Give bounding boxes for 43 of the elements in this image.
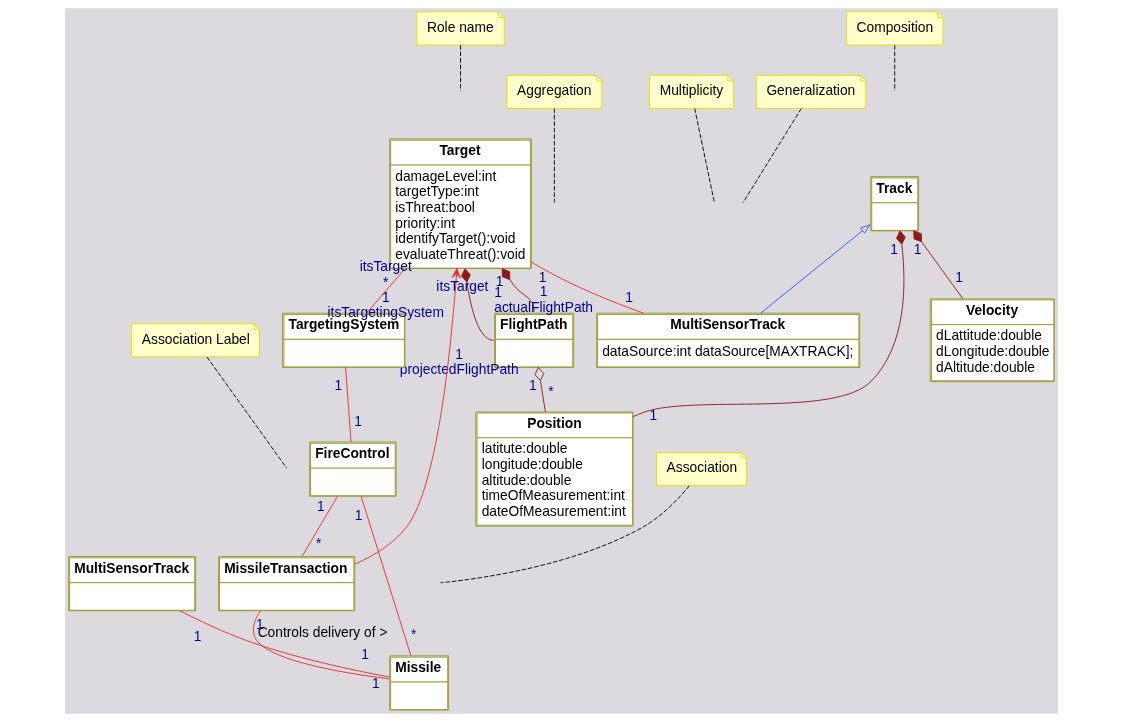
label: 1 bbox=[316, 499, 325, 515]
connector bbox=[366, 268, 406, 314]
connector bbox=[439, 485, 690, 584]
label: 1 bbox=[538, 270, 547, 286]
connector bbox=[632, 230, 906, 418]
label: actualFlightPath bbox=[494, 299, 594, 315]
connector bbox=[553, 108, 555, 204]
label: 1 bbox=[361, 647, 369, 663]
label: * bbox=[548, 383, 554, 399]
label: 1 bbox=[193, 628, 202, 644]
label: 1 bbox=[354, 507, 363, 523]
label: * bbox=[316, 536, 322, 552]
label: 1 bbox=[890, 241, 898, 257]
label: * bbox=[410, 626, 417, 642]
connector bbox=[694, 108, 715, 204]
label: 1 bbox=[354, 414, 363, 430]
connector bbox=[501, 268, 535, 313]
connector bbox=[360, 495, 412, 657]
connector bbox=[894, 44, 896, 92]
connector bbox=[252, 610, 390, 680]
label: 1 bbox=[371, 675, 380, 691]
label: 1 bbox=[913, 242, 922, 258]
connector bbox=[301, 495, 338, 557]
connector bbox=[534, 367, 546, 413]
connector bbox=[913, 230, 964, 300]
label: 1 bbox=[649, 408, 658, 424]
connector bbox=[206, 356, 288, 469]
connector bbox=[179, 610, 390, 678]
arrow bbox=[354, 268, 461, 565]
label: 1 bbox=[528, 378, 537, 394]
label: 1 bbox=[539, 283, 548, 299]
label: 1 bbox=[955, 270, 963, 286]
label: 1 bbox=[625, 290, 634, 306]
label: 1 bbox=[381, 289, 390, 305]
label: 1 bbox=[334, 377, 343, 393]
connector bbox=[531, 261, 644, 314]
label: * bbox=[383, 274, 389, 290]
connector bbox=[345, 367, 352, 443]
connector bbox=[460, 44, 461, 92]
label: 1 bbox=[494, 285, 502, 301]
arrow bbox=[760, 224, 871, 314]
label: 1 bbox=[455, 346, 464, 362]
connector bbox=[742, 108, 802, 204]
